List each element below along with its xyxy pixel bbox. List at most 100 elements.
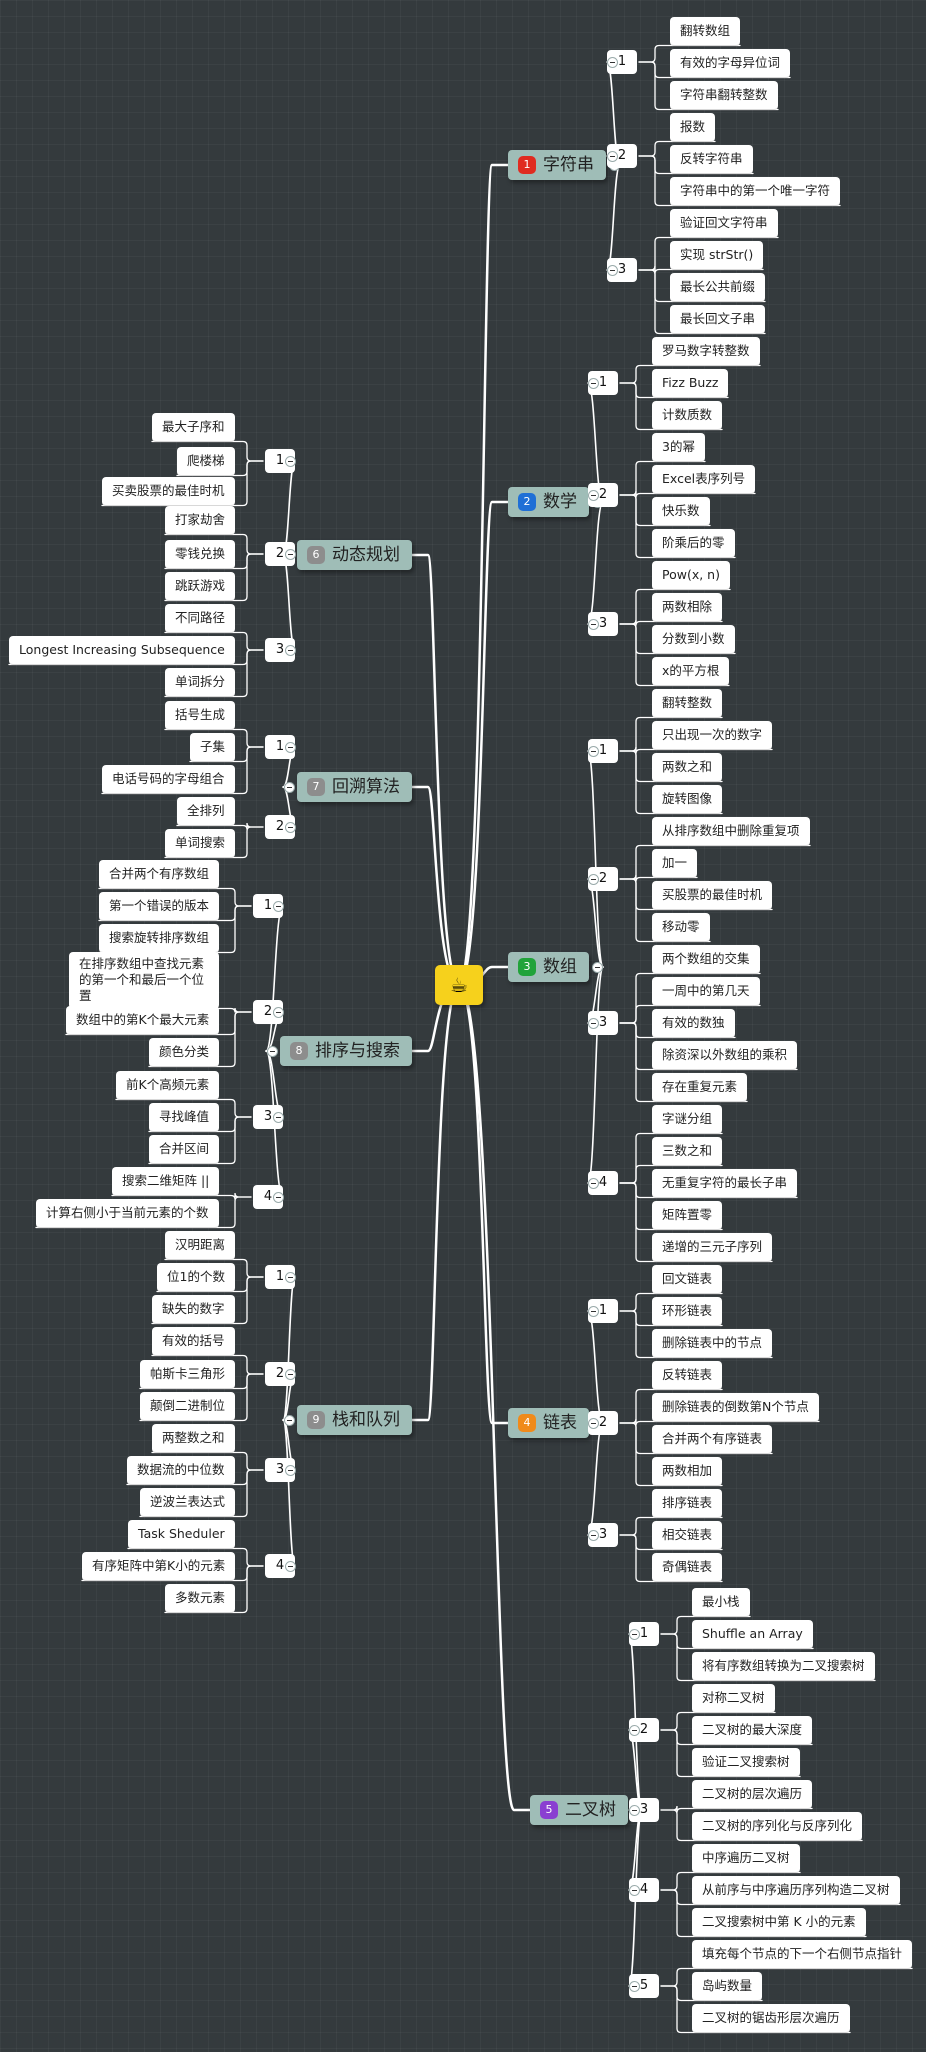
list-item[interactable]: 搜索旋转排序数组	[99, 923, 220, 953]
list-item[interactable]: 递增的三元子序列	[652, 1232, 773, 1262]
collapse-toggle[interactable]	[587, 618, 599, 630]
collapse-toggle[interactable]	[587, 377, 599, 389]
list-item[interactable]: 计算右侧小于当前元素的个数	[36, 1198, 219, 1228]
list-item[interactable]: 单词搜索	[165, 828, 236, 858]
list-item[interactable]: 罗马数字转整数	[652, 336, 760, 366]
list-item[interactable]: x的平方根	[652, 656, 730, 686]
list-item[interactable]: 数组中的第K个最大元素	[66, 1005, 220, 1035]
list-item[interactable]: 二叉树的最大深度	[692, 1715, 813, 1745]
list-item[interactable]: Task Sheduler	[128, 1519, 235, 1549]
collapse-toggle[interactable]	[284, 821, 296, 833]
list-item[interactable]: 位1的个数	[157, 1262, 235, 1292]
list-item[interactable]: 单词拆分	[165, 667, 236, 697]
list-item[interactable]: 除资深以外数组的乘积	[652, 1040, 798, 1070]
list-item[interactable]: 填充每个节点的下一个右侧节点指针	[692, 1939, 913, 1969]
collapse-toggle[interactable]	[284, 1464, 296, 1476]
list-item[interactable]: 多数元素	[165, 1583, 236, 1613]
list-item[interactable]: 子集	[190, 732, 236, 762]
list-item[interactable]: 有效的括号	[152, 1326, 235, 1356]
list-item[interactable]: 合并两个有序链表	[652, 1424, 773, 1454]
list-item[interactable]: 两数相加	[652, 1456, 723, 1486]
collapse-toggle[interactable]	[284, 644, 296, 656]
list-item[interactable]: 不同路径	[165, 603, 236, 633]
list-item[interactable]: 最长公共前缀	[670, 272, 766, 302]
list-item[interactable]: Pow(x, n)	[652, 560, 730, 590]
list-item[interactable]: 一周中的第几天	[652, 976, 760, 1006]
list-item[interactable]: 从前序与中序遍历序列构造二叉树	[692, 1875, 900, 1905]
collapse-toggle[interactable]	[587, 1177, 599, 1189]
list-item[interactable]: 两个数组的交集	[652, 944, 760, 974]
list-item[interactable]: 有效的数独	[652, 1008, 735, 1038]
collapse-toggle[interactable]	[606, 56, 618, 68]
list-item[interactable]: 删除链表中的节点	[652, 1328, 773, 1358]
collapse-toggle[interactable]	[272, 1006, 284, 1018]
collapse-toggle[interactable]	[284, 1560, 296, 1572]
list-item[interactable]: 二叉树的锯齿形层次遍历	[692, 2003, 850, 2033]
collapse-toggle[interactable]	[284, 1368, 296, 1380]
list-item[interactable]: 从排序数组中删除重复项	[652, 816, 810, 846]
list-item[interactable]: 验证二叉搜索树	[692, 1747, 800, 1777]
list-item[interactable]: 在排序数组中查找元素的第一个和最后一个位置	[69, 951, 219, 1009]
list-item[interactable]: 计数质数	[652, 400, 723, 430]
list-item[interactable]: 二叉搜索树中第 K 小的元素	[692, 1907, 866, 1937]
collapse-toggle[interactable]	[283, 781, 295, 793]
collapse-toggle[interactable]	[284, 548, 296, 560]
list-item[interactable]: 全排列	[177, 796, 235, 826]
list-item[interactable]: 两整数之和	[152, 1423, 235, 1453]
list-item[interactable]: 阶乘后的零	[652, 528, 735, 558]
list-item[interactable]: Longest Increasing Subsequence	[9, 635, 235, 665]
list-item[interactable]: 汉明距离	[165, 1230, 236, 1260]
group-number[interactable]: 3	[629, 1798, 659, 1822]
list-item[interactable]: 最大子序和	[152, 412, 235, 442]
root-node[interactable]: ☕	[435, 965, 483, 1005]
collapse-toggle[interactable]	[587, 873, 599, 885]
list-item[interactable]: 搜索二维矩阵 ||	[112, 1166, 220, 1196]
collapse-toggle[interactable]	[587, 1417, 599, 1429]
list-item[interactable]: 将有序数组转换为二叉搜索树	[692, 1651, 875, 1681]
list-item[interactable]: 字符串中的第一个唯一字符	[670, 176, 841, 206]
list-item[interactable]: 两数相除	[652, 592, 723, 622]
list-item[interactable]: 打家劫舍	[165, 505, 236, 535]
list-item[interactable]: 3的幂	[652, 432, 705, 462]
list-item[interactable]: 反转字符串	[670, 144, 753, 174]
list-item[interactable]: 缺失的数字	[152, 1294, 235, 1324]
list-item[interactable]: 前K个高频元素	[116, 1070, 220, 1100]
list-item[interactable]: 反转链表	[652, 1360, 723, 1390]
list-item[interactable]: 分数到小数	[652, 624, 735, 654]
collapse-toggle[interactable]	[606, 150, 618, 162]
list-item[interactable]: 移动零	[652, 912, 710, 942]
list-item[interactable]: 帕斯卡三角形	[140, 1359, 236, 1389]
list-item[interactable]: 快乐数	[652, 496, 710, 526]
collapse-toggle[interactable]	[606, 264, 618, 276]
list-item[interactable]: 最小栈	[692, 1587, 750, 1617]
list-item[interactable]: 无重复字符的最长子串	[652, 1168, 798, 1198]
list-item[interactable]: 翻转数组	[670, 16, 741, 46]
list-item[interactable]: 买卖股票的最佳时机	[102, 476, 235, 506]
collapse-toggle[interactable]	[284, 1271, 296, 1283]
list-item[interactable]: 排序链表	[652, 1488, 723, 1518]
collapse-toggle[interactable]	[272, 1191, 284, 1203]
list-item[interactable]: 二叉树的层次遍历	[692, 1779, 813, 1809]
list-item[interactable]: 第一个错误的版本	[99, 891, 220, 921]
list-item[interactable]: 最长回文子串	[670, 304, 766, 334]
list-item[interactable]: 对称二叉树	[692, 1683, 775, 1713]
list-item[interactable]: 有效的字母异位词	[670, 48, 791, 78]
list-item[interactable]: 岛屿数量	[692, 1971, 763, 2001]
list-item[interactable]: 括号生成	[165, 700, 236, 730]
list-item[interactable]: 零钱兑换	[165, 539, 236, 569]
list-item[interactable]: 爬楼梯	[177, 446, 235, 476]
collapse-toggle[interactable]	[272, 1111, 284, 1123]
list-item[interactable]: 颠倒二进制位	[140, 1391, 236, 1421]
list-item[interactable]: 字谜分组	[652, 1104, 723, 1134]
list-item[interactable]: 有序矩阵中第K小的元素	[82, 1551, 236, 1581]
list-item[interactable]: 实现 strStr()	[670, 240, 764, 270]
list-item[interactable]: 加一	[652, 848, 698, 878]
list-item[interactable]: 奇偶链表	[652, 1552, 723, 1582]
list-item[interactable]: 报数	[670, 112, 716, 142]
collapse-toggle[interactable]	[587, 745, 599, 757]
